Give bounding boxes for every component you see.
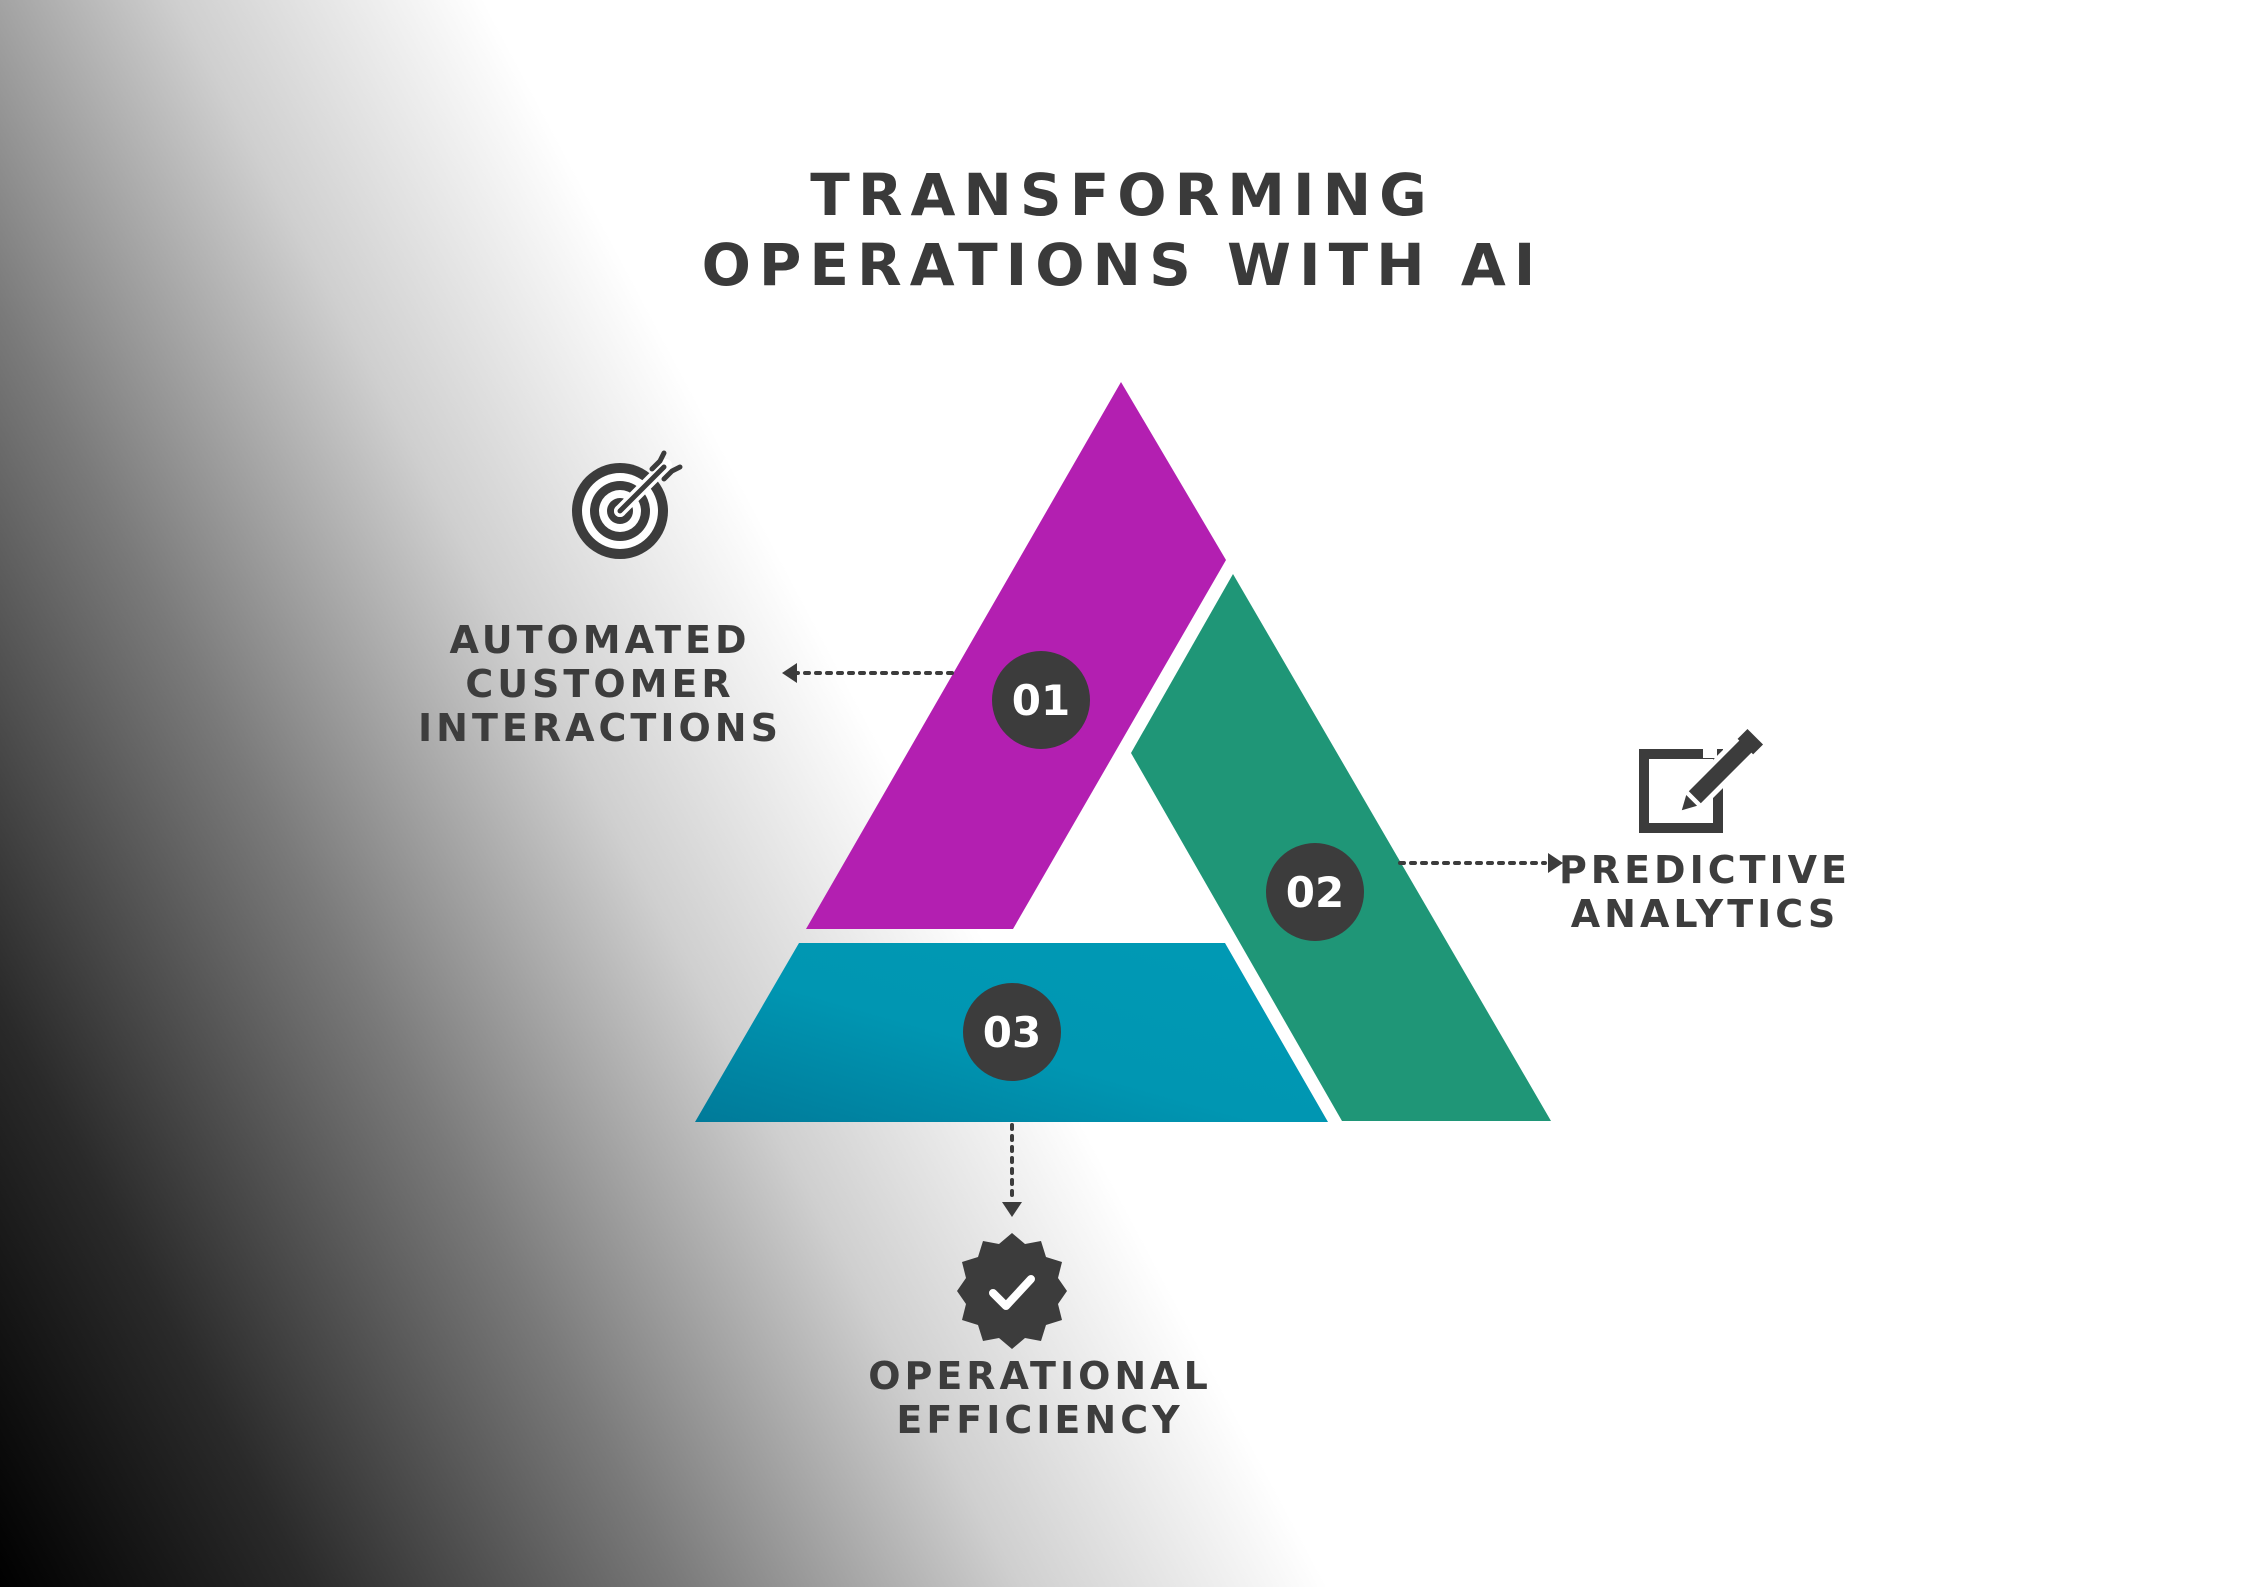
title-line-2: OPERATIONS WITH AI <box>701 231 1544 299</box>
label-01-line-2: CUSTOMER <box>465 662 735 706</box>
badge-03: 03 <box>963 983 1061 1081</box>
badge-02-number: 02 <box>1286 868 1344 917</box>
badge-03-number: 03 <box>983 1008 1041 1057</box>
badge-02: 02 <box>1266 843 1364 941</box>
target-icon <box>572 450 683 559</box>
label-02-line-1: PREDICTIVE <box>1558 848 1852 892</box>
badge-01: 01 <box>992 651 1090 749</box>
label-automated-customer-interactions: AUTOMATED CUSTOMER INTERACTIONS <box>400 618 800 750</box>
page-title: TRANSFORMING OPERATIONS WITH AI <box>0 160 2245 300</box>
label-03-line-1: OPERATIONAL <box>868 1354 1212 1398</box>
label-01-line-1: AUTOMATED <box>449 618 751 662</box>
label-01-line-3: INTERACTIONS <box>418 706 782 750</box>
edit-icon <box>1639 726 1766 833</box>
connector-03 <box>1002 1123 1022 1217</box>
badge-01-number: 01 <box>1012 676 1070 725</box>
verified-badge-icon <box>957 1233 1067 1349</box>
label-predictive-analytics: PREDICTIVE ANALYTICS <box>1555 848 1855 936</box>
connector-01 <box>782 663 954 683</box>
segment-02-shape <box>1131 574 1551 1121</box>
title-line-1: TRANSFORMING <box>810 161 1435 229</box>
label-02-line-2: ANALYTICS <box>1570 892 1840 936</box>
connector-02 <box>1398 853 1563 873</box>
label-03-line-2: EFFICIENCY <box>896 1398 1184 1442</box>
label-operational-efficiency: OPERATIONAL EFFICIENCY <box>840 1354 1240 1442</box>
segment-01-shape <box>806 382 1226 929</box>
